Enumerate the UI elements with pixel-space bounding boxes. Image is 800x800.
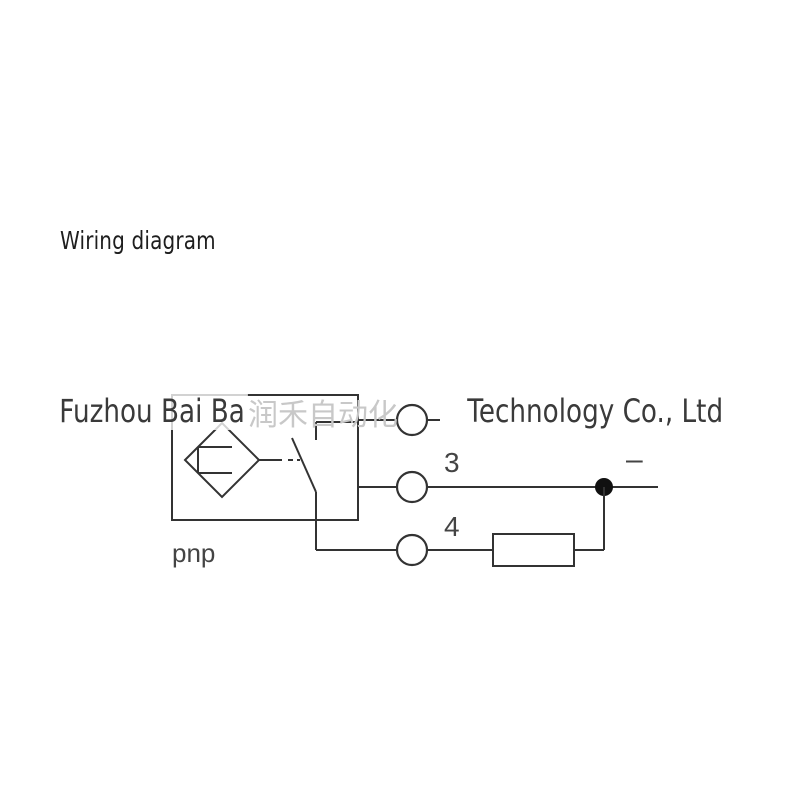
watermark-right-text: Technology Co., Ltd — [464, 392, 727, 430]
sensor-housing-wire — [171, 394, 359, 521]
load-resistor — [492, 533, 575, 567]
terminal-3 — [395, 470, 429, 504]
minus-label: – — [626, 443, 643, 476]
terminal-3-label: 3 — [444, 447, 460, 478]
watermark: 润禾自动化 Fuzhou Bai Ba Technology Co., Ltd — [0, 388, 800, 438]
watermark-left-text: Fuzhou Bai Ba — [56, 392, 249, 430]
watermark-chinese: 润禾自动化 — [248, 398, 398, 433]
terminal-4 — [395, 533, 429, 567]
sensor-symbol-icon — [183, 421, 282, 499]
diagram-title: Wiring diagram — [60, 226, 216, 255]
pnp-label: pnp — [172, 538, 215, 568]
switch-contact-icon — [288, 421, 358, 550]
terminal-4-label: 4 — [444, 511, 460, 542]
